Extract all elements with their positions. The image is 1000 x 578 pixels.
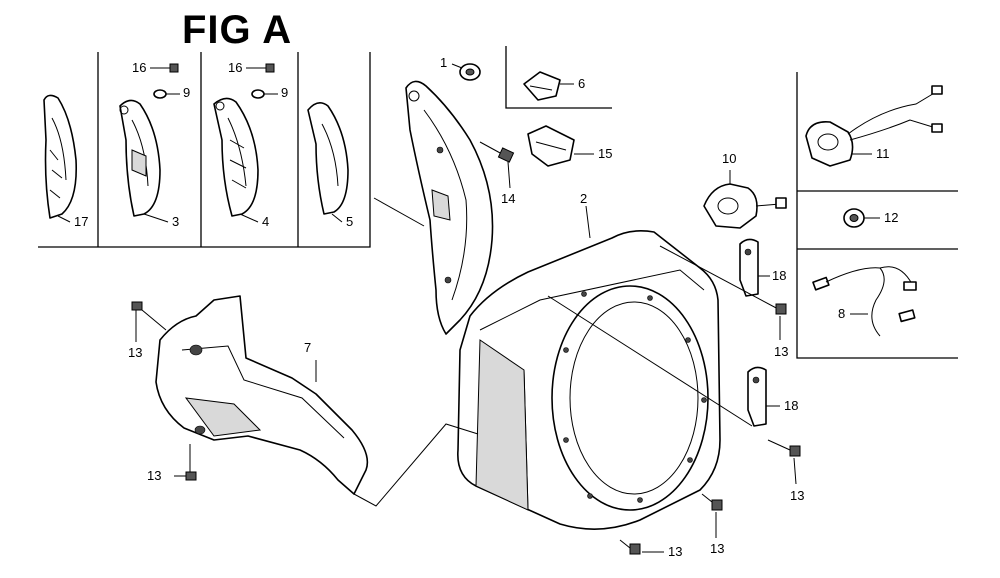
callout-13-right-lower: 13 [790,488,805,503]
bolt-13-upper-left [131,301,167,342]
bolt-16-right [246,63,275,73]
bracket-part-7 [155,295,369,495]
callout-10: 10 [722,151,737,166]
cover-variant-5 [307,102,349,215]
callout-12: 12 [884,210,899,225]
callout-13-lower-left: 13 [147,468,162,483]
figure-title: FIG A [182,8,293,52]
frame-parts-1-6 [505,46,612,109]
switch-part-11 [805,85,943,167]
callout-9-left: 9 [183,85,191,100]
callout-3: 3 [172,214,180,229]
bolt-13-right-lower [767,439,801,485]
callout-15: 15 [598,146,613,161]
callout-1: 1 [440,55,448,70]
bolt-13-right-upper [775,303,787,340]
callout-8: 8 [838,306,846,321]
nut-part-1 [451,63,481,81]
callout-13-bottom: 13 [668,544,683,559]
bracket-part-18-lower [747,366,780,427]
bolt-16-left [150,63,179,73]
cover-variant-17 [43,94,78,219]
cover-variant-3 [119,99,161,217]
washer-9-right [251,89,278,99]
callout-13-right-upper: 13 [774,344,789,359]
clip-part-6 [523,71,574,101]
ignition-part-10 [703,170,787,229]
callout-6: 6 [578,76,586,91]
bolt-13-bottom-right [701,493,723,538]
callout-18-upper: 18 [772,268,787,283]
frame-right-options [796,72,958,359]
variant-frame-left [38,52,371,248]
nut-part-12 [843,208,880,228]
bolt-13-lower-left [174,444,197,481]
shroud-side-cover [405,80,494,335]
callout-4: 4 [262,214,270,229]
bolt-part-14 [479,141,515,189]
bracket-part-18-upper [739,238,770,297]
callout-9-right: 9 [281,85,289,100]
callout-5: 5 [346,214,354,229]
fan-shroud-part-2 [457,205,721,530]
callout-13-bottom-right: 13 [710,541,725,556]
wire-harness-part-8 [812,266,917,337]
callout-16-right: 16 [228,60,243,75]
callout-11: 11 [876,146,890,161]
callout-7: 7 [304,340,312,355]
callout-14: 14 [501,191,516,206]
bolt-13-bottom [619,539,664,555]
callout-2: 2 [580,191,588,206]
callout-18-lower: 18 [784,398,799,413]
cover-variant-4 [213,97,259,217]
callout-13-upper-left: 13 [128,345,143,360]
clip-part-15 [527,125,594,167]
washer-9-left [153,89,180,99]
callout-17: 17 [74,214,89,229]
callout-16-left: 16 [132,60,147,75]
